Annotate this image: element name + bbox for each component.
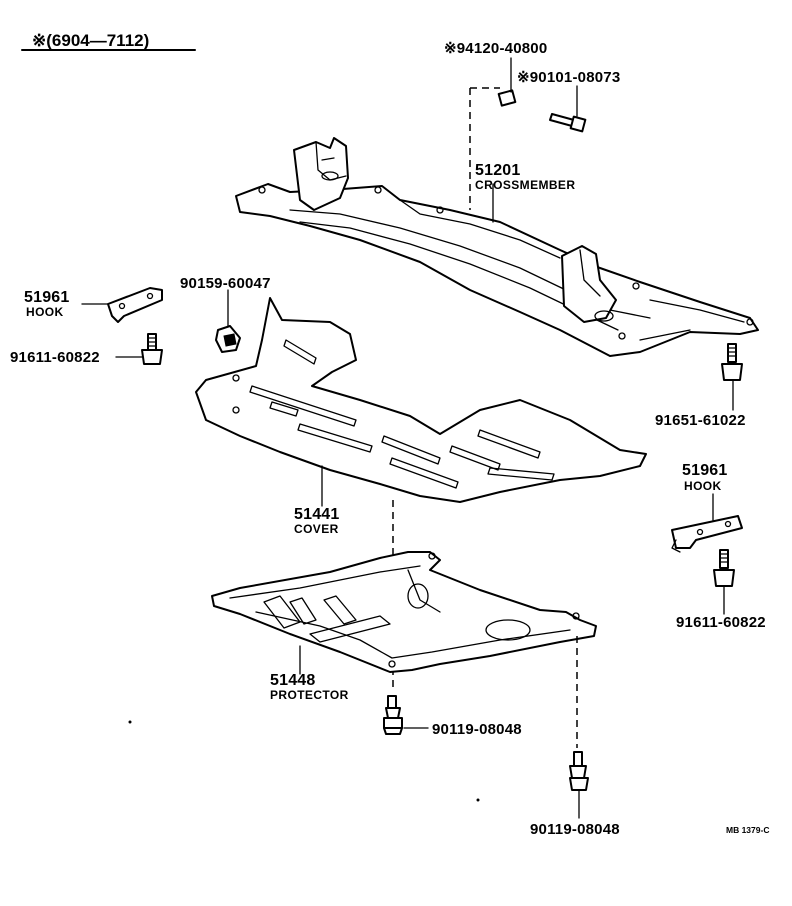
clip-left-drawing bbox=[215, 325, 241, 353]
cover-part-number: 51441 bbox=[294, 506, 340, 523]
protector-drawing bbox=[211, 551, 597, 673]
bolt-top-drawing bbox=[549, 113, 587, 133]
bolt-protector-right-part-number: 90119-08048 bbox=[530, 821, 620, 838]
protector-part-name: PROTECTOR bbox=[270, 688, 349, 702]
nut-dash-line bbox=[469, 87, 500, 210]
clip-left-part-number: 90159-60047 bbox=[180, 275, 271, 292]
hook-right-part-number: 51961 bbox=[682, 462, 728, 479]
cover-part-name: COVER bbox=[294, 522, 339, 536]
bolt-right-crossmember-drawing bbox=[721, 343, 743, 381]
crossmember-part-number: 51201 bbox=[475, 162, 521, 179]
hook-left-part-number: 51961 bbox=[24, 289, 70, 306]
crossmember-drawing bbox=[235, 137, 759, 357]
hook-right-part-name: HOOK bbox=[684, 479, 722, 493]
bolt-left-part-number: 91611-60822 bbox=[10, 349, 100, 366]
diagram-reference-code: MB 1379-C bbox=[726, 825, 770, 835]
crossmember-part-name: CROSSMEMBER bbox=[475, 178, 576, 192]
bolt-left-drawing bbox=[141, 333, 163, 365]
hook-left-drawing bbox=[107, 287, 163, 323]
nut-top-part-number: ※94120-40800 bbox=[444, 40, 548, 57]
cover-drawing bbox=[195, 297, 647, 503]
bolt-protector-mid-drawing bbox=[383, 695, 403, 735]
bolt-top-part-number: ※90101-08073 bbox=[517, 69, 621, 86]
nut-top-drawing bbox=[497, 89, 517, 107]
protector-part-number: 51448 bbox=[270, 672, 316, 689]
hook-right-drawing bbox=[671, 515, 743, 553]
bolt-right-crossmember-part-number: 91651-61022 bbox=[655, 412, 746, 429]
bolt-protector-right-drawing bbox=[569, 751, 589, 791]
bolt-protector-mid-part-number: 90119-08048 bbox=[432, 721, 522, 738]
header-note: ※(6904—7112) bbox=[32, 31, 150, 50]
bolt-right-hook-drawing bbox=[713, 549, 735, 587]
bolt-right-hook-part-number: 91611-60822 bbox=[676, 614, 766, 631]
hook-left-part-name: HOOK bbox=[26, 305, 64, 319]
